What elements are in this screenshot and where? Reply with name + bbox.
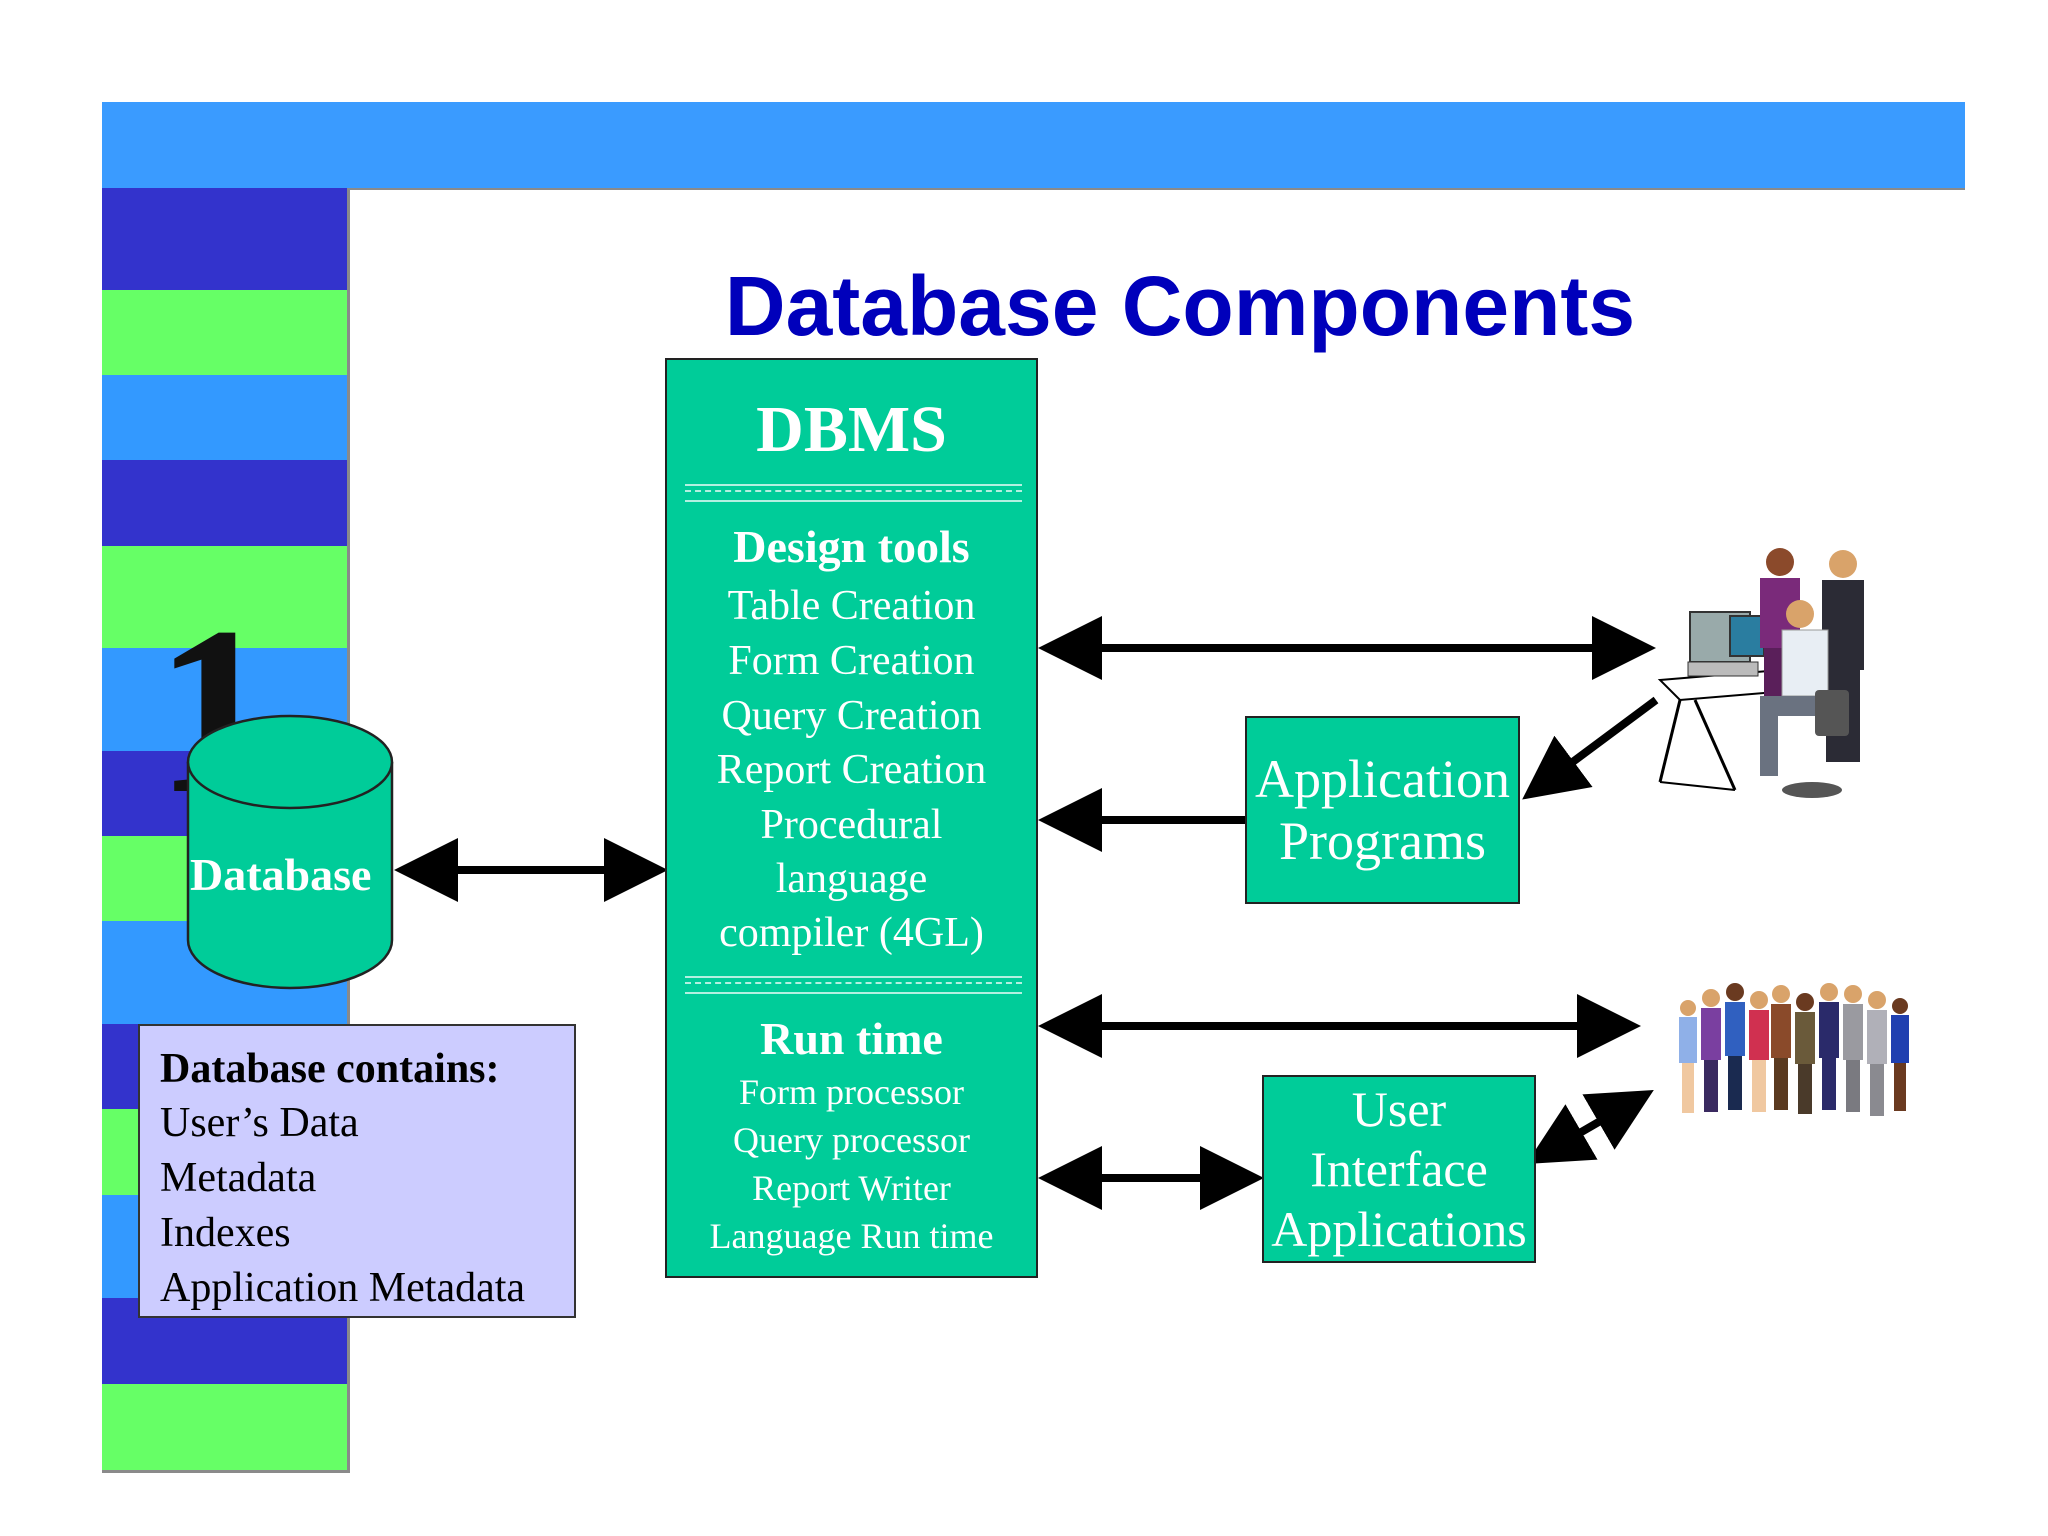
run-time-item: Language Run time bbox=[709, 1216, 994, 1256]
database-contains-box: Database contains: User’s Data Metadata … bbox=[138, 1024, 576, 1318]
design-tool-item: Table Creation bbox=[727, 583, 976, 629]
application-programs-line: Programs bbox=[1279, 811, 1486, 871]
arrow-users-ui-apps bbox=[1526, 1089, 1654, 1165]
stripe bbox=[102, 460, 347, 546]
ui-apps-line: Applications bbox=[1271, 1201, 1527, 1257]
database-contains-item: Application Metadata bbox=[160, 1265, 526, 1311]
ui-apps-line: Interface bbox=[1310, 1141, 1488, 1197]
database-cylinder-icon bbox=[186, 714, 394, 990]
divider bbox=[685, 484, 1022, 502]
dbms-box: DBMS Design tools Table Creation Form Cr… bbox=[665, 358, 1038, 1278]
design-tool-item: Report Creation bbox=[716, 747, 987, 793]
ui-apps-line: User bbox=[1351, 1081, 1447, 1137]
stripe bbox=[102, 546, 347, 648]
developers-at-computer-icon bbox=[1657, 548, 1864, 798]
run-time-item: Query processor bbox=[733, 1120, 970, 1160]
database-label: Database bbox=[190, 849, 372, 900]
user-interface-applications-box: User Interface Applications bbox=[1262, 1075, 1536, 1263]
run-time-heading: Run time bbox=[760, 1013, 943, 1064]
design-tool-item: language bbox=[775, 856, 928, 902]
design-tools-heading: Design tools bbox=[733, 521, 970, 572]
run-time-item: Report Writer bbox=[752, 1168, 951, 1208]
group-of-users-icon bbox=[1679, 983, 1909, 1116]
stripe bbox=[102, 290, 347, 375]
divider bbox=[685, 976, 1022, 994]
database-contains-heading: Database contains: bbox=[160, 1046, 500, 1092]
database-contains-item: Metadata bbox=[160, 1155, 317, 1201]
application-programs-box: Application Programs bbox=[1245, 716, 1520, 904]
run-time-item: Form processor bbox=[739, 1072, 964, 1112]
stripe bbox=[102, 1384, 347, 1470]
design-tool-item: Form Creation bbox=[728, 638, 975, 684]
dbms-title: DBMS bbox=[756, 393, 947, 466]
arrow-developers-app-programs bbox=[1522, 696, 1659, 800]
top-banner-bar bbox=[102, 102, 1965, 190]
design-tool-item: Procedural bbox=[760, 802, 943, 848]
stripe bbox=[102, 375, 347, 460]
design-tool-item: Query Creation bbox=[721, 693, 982, 739]
database-contains-item: Indexes bbox=[160, 1210, 291, 1256]
slide-title: Database Components bbox=[724, 259, 1636, 353]
design-tool-item: compiler (4GL) bbox=[719, 910, 984, 956]
application-programs-line: Application bbox=[1255, 749, 1510, 809]
database-contains-item: User’s Data bbox=[160, 1100, 359, 1146]
stripe bbox=[102, 188, 347, 290]
